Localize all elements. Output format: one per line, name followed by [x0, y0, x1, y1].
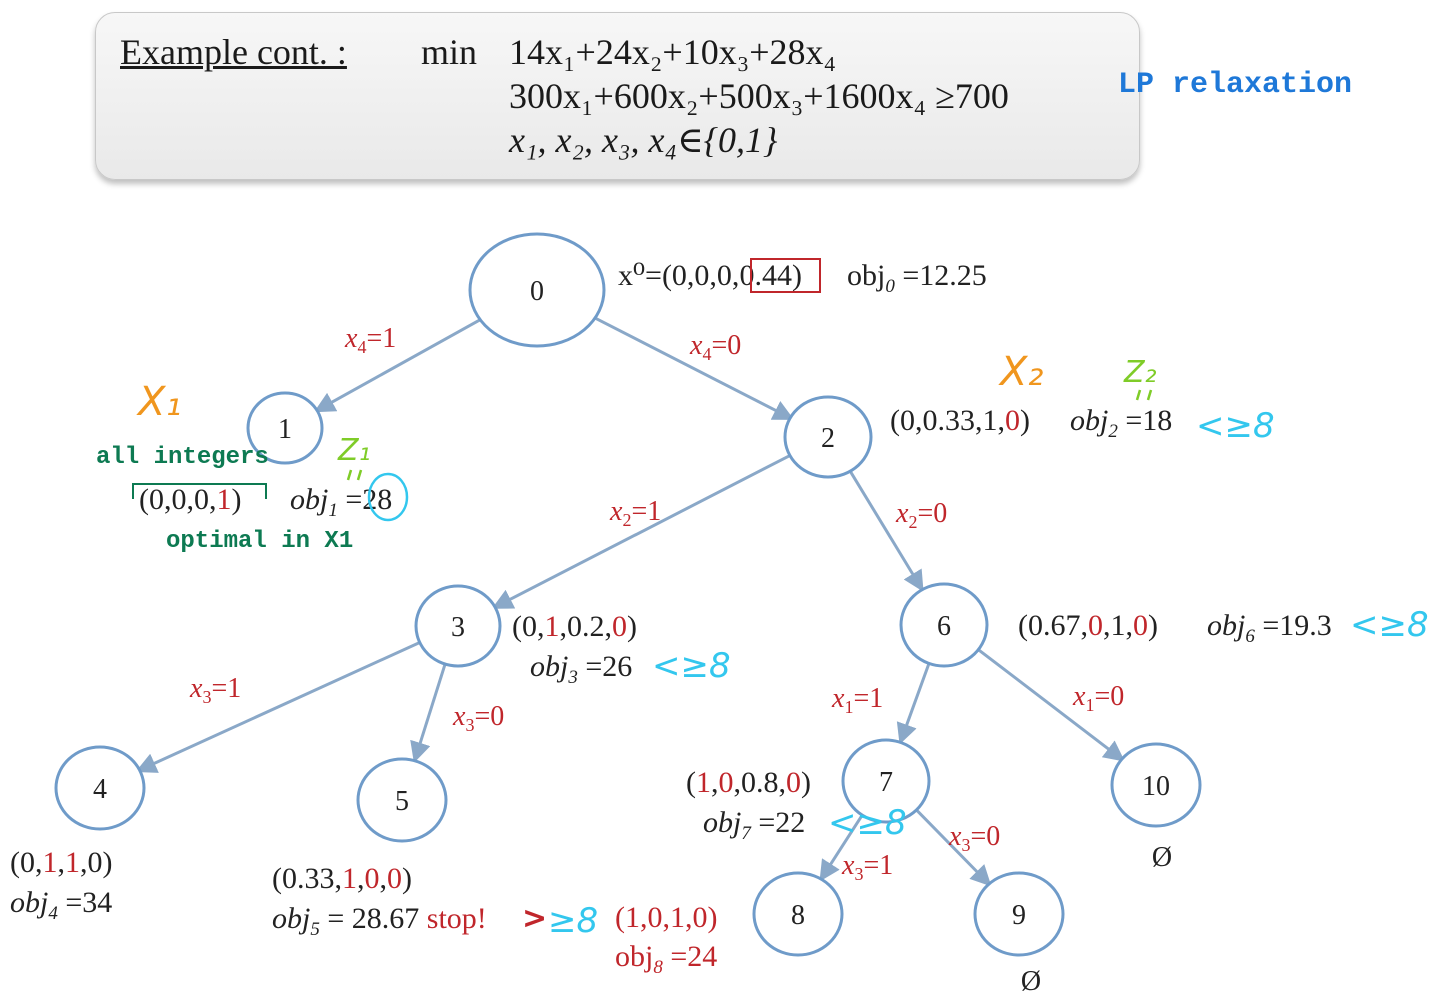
variable-domain: x₁, x₂, x₃, x₄∈{0,1} [509, 120, 778, 160]
edge-3-5 [410, 663, 447, 763]
node-circle [54, 745, 146, 831]
node-circle [414, 584, 502, 668]
edge-label-2-3: x2=1 [609, 496, 661, 530]
handwritten-bound-3: <≥8 [652, 646, 731, 686]
solution-vector-4: (0,1,1,0) [10, 846, 113, 879]
node-label: 4 [93, 774, 107, 805]
edge-label-7-8: x3=1 [841, 850, 893, 884]
constraint: 300x₁+600x₂+500x₃+1600x₄ ≥700 [509, 76, 1009, 116]
node-0: 0 [468, 232, 606, 348]
node-label: 10 [1142, 771, 1170, 802]
node-label: 6 [937, 611, 951, 642]
lp-relaxation-label: LP relaxation [1118, 68, 1352, 102]
empty-set-9: Ø [1021, 966, 1041, 997]
node-circle [468, 232, 606, 348]
node-label: 7 [879, 767, 893, 798]
node-circle [783, 395, 873, 479]
edge-label-2-6: x2=0 [895, 498, 947, 532]
node-10: 10 [1110, 742, 1202, 828]
objective-prefix: min [421, 32, 478, 72]
node-label: 8 [791, 900, 805, 931]
objective-value-6: obj6 =19.3 [1207, 609, 1332, 647]
node-label: 1 [278, 414, 292, 445]
edge-7-9 [915, 808, 992, 887]
edge-3-4 [135, 641, 421, 773]
edge-6-7 [896, 662, 931, 745]
bracket-mark [132, 483, 267, 499]
node-3: 3 [414, 584, 502, 668]
solution-vector-6: (0.67,0,1,0) [1018, 609, 1158, 642]
node-circle [356, 757, 448, 843]
node-circle [246, 391, 324, 465]
solution-vector-1: (0,0,0,1) [139, 483, 242, 516]
node-1: 1 [246, 391, 324, 465]
edge-label-6-10: x1=0 [1072, 681, 1124, 715]
node-circle [752, 871, 844, 957]
solution-vector-3: (0,1,0.2,0) [512, 610, 637, 643]
edge-6-10 [977, 648, 1125, 762]
solution-vector-2: (0,0.33,1,0) [890, 404, 1030, 437]
handwritten-greater-than: > [522, 901, 547, 936]
node-label: 5 [395, 786, 409, 817]
solution-vector-0: x⁰=(0,0,0,0.44) [618, 259, 802, 292]
objective-value-1: obj1 =28 [290, 483, 392, 521]
solution-vector-5: (0.33,1,0,0) [272, 862, 412, 895]
node-7: 7 [841, 738, 931, 824]
empty-set-10: Ø [1152, 842, 1172, 873]
objective-value-3: obj3 =26 [530, 650, 632, 688]
equals-mark-z1 [346, 469, 363, 481]
node-2: 2 [783, 395, 873, 479]
node-circle [899, 582, 989, 668]
handwritten-z1: Z₁ [337, 433, 371, 468]
edge-label-0-2: x4=0 [689, 330, 741, 364]
edge-0-2 [588, 313, 795, 421]
solution-vector-8: (1,0,1,0) [615, 901, 718, 934]
edge-label-7-9: x3=0 [948, 821, 1000, 855]
objective-value-0: obj0 =12.25 [847, 259, 987, 297]
node-8: 8 [752, 871, 844, 957]
edge-label-3-4: x3=1 [189, 673, 241, 707]
edge-2-3 [491, 453, 792, 610]
handwritten-bound-6: <≥8 [1350, 605, 1429, 645]
node-label: 9 [1012, 900, 1026, 931]
handwritten-z2: Z₂ [1123, 355, 1157, 390]
node-6: 6 [899, 582, 989, 668]
problem-statement-box: Example cont. : min 14x₁+24x₂+10x₃+28x₄ … [95, 12, 1140, 180]
handwritten-x2: X₂ [998, 349, 1043, 395]
edge-2-6 [848, 470, 924, 592]
handwritten-bound-7: <≥8 [828, 803, 907, 843]
node-circle [1110, 742, 1202, 828]
node-9: 9 [973, 871, 1065, 957]
edge-label-0-1: x4=1 [344, 323, 396, 357]
example-title: Example cont. : [120, 32, 347, 72]
edge-label-3-5: x3=0 [452, 701, 504, 735]
note-all-integers: all integers [96, 444, 269, 471]
objective-value-2: obj2 =18 [1070, 404, 1172, 442]
note-optimal: optimal in X1 [166, 528, 353, 555]
node-circle [841, 738, 931, 824]
edge-label-6-7: x1=1 [831, 683, 883, 717]
objective-value-7: obj7 =22 [703, 806, 805, 844]
circled-value-mark [367, 472, 409, 522]
handwritten-bound-2: <≥8 [1196, 406, 1275, 446]
objective-value-5: obj5 = 28.67 stop! [272, 902, 487, 940]
node-label: 3 [451, 612, 465, 643]
objective-value-4: obj4 =34 [10, 886, 112, 924]
objective-value-8: obj8 =24 [615, 940, 717, 978]
handwritten-bound-5: ≥8 [548, 901, 598, 941]
node-circle [973, 871, 1065, 957]
equals-mark-z2 [1135, 389, 1153, 401]
node-label: 2 [821, 423, 835, 454]
fractional-value-box [750, 258, 821, 293]
edge-7-8 [819, 814, 864, 882]
solution-vector-7: (1,0,0.8,0) [686, 766, 811, 799]
edge-0-1 [313, 315, 487, 413]
node-5: 5 [356, 757, 448, 843]
node-4: 4 [54, 745, 146, 831]
node-label: 0 [530, 276, 544, 307]
objective-function: 14x₁+24x₂+10x₃+28x₄ [509, 32, 837, 72]
handwritten-x1: X₁ [136, 379, 181, 425]
